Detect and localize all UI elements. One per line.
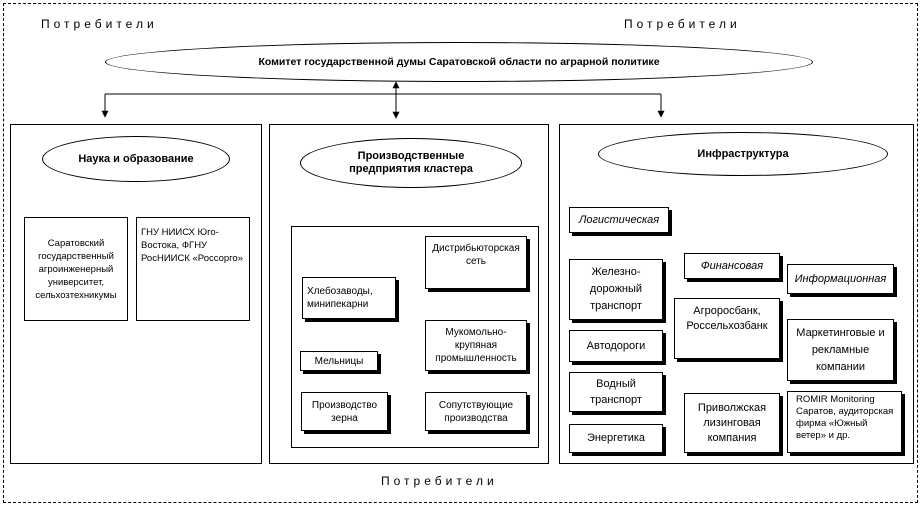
- romir-audit-box: ROMIR Monitoring Саратов, аудиторская фи…: [787, 391, 902, 453]
- infrastructure-ellipse: Инфраструктура: [598, 132, 888, 176]
- marketing-companies-box: Маркетинговые и рекламные компании: [787, 319, 894, 381]
- roads-box: Автодороги: [569, 330, 663, 362]
- production-ellipse: Производственные предприятия кластера: [300, 138, 522, 188]
- university-box: Саратовский государственный агроинженерн…: [24, 217, 128, 321]
- railway-transport-box: Железно-дорожный транспорт: [569, 259, 663, 320]
- finance-label: Финансовая: [684, 253, 780, 279]
- information-label: Информационная: [787, 264, 894, 294]
- research-institutes-box: ГНУ НИИСХ Юго-Востока, ФГНУ РосНИИСК «Ро…: [136, 217, 250, 321]
- committee-ellipse: Комитет государственной думы Саратовской…: [105, 42, 813, 82]
- agrobank-box: Агроросбанк, Россельхозбанк: [674, 298, 780, 359]
- related-production-box: Сопутствующие производства: [425, 392, 527, 431]
- consumers-label-top-right: Потребители: [624, 17, 741, 31]
- milling-industry-box: Мукомольно-крупяная промышленность: [425, 320, 527, 371]
- grain-production-box: Производство зерна: [301, 392, 388, 431]
- consumers-label-top-left: Потребители: [41, 17, 158, 31]
- energy-box: Энергетика: [569, 424, 663, 453]
- distribution-network-box: Дистрибьюторская сеть: [425, 236, 527, 289]
- logistics-label: Логистическая: [569, 207, 669, 233]
- mills-box: Мельницы: [300, 351, 378, 371]
- leasing-company-box: Приволжская лизинговая компания: [684, 393, 780, 453]
- water-transport-box: Водный транспорт: [569, 372, 663, 412]
- science-ellipse: Наука и образование: [42, 136, 230, 182]
- bakeries-box: Хлебозаводы, минипекарни: [302, 277, 396, 319]
- diagram-frame: [3, 3, 918, 503]
- consumers-label-bottom: Потребители: [381, 474, 498, 488]
